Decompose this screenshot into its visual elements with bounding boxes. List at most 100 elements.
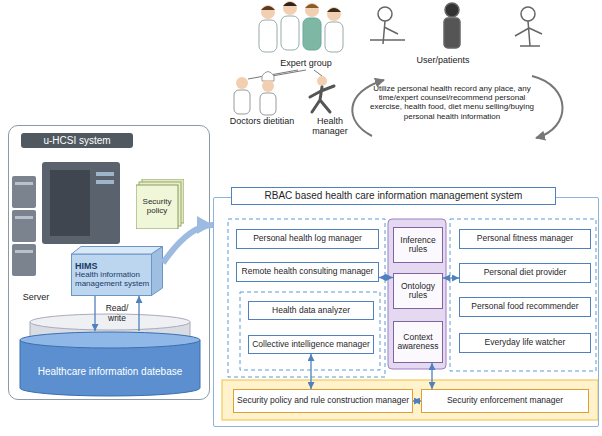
server-illustration bbox=[12, 210, 36, 242]
connector-arrow bbox=[138, 296, 139, 331]
node-label: Health data analyzer bbox=[272, 306, 350, 315]
node-label: Remote health consulting manager bbox=[242, 267, 374, 276]
expert-role-figures bbox=[262, 80, 274, 92]
cube-outline bbox=[152, 247, 163, 296]
expert-group-figures bbox=[261, 5, 275, 19]
text-label: Doctors dietitian bbox=[222, 116, 302, 126]
node-label: Personal fitness manager bbox=[477, 234, 573, 243]
connector-arrow bbox=[431, 363, 432, 389]
module-box: Personal diet provider bbox=[459, 263, 591, 283]
text-label: Utilize personal health record any place… bbox=[362, 84, 542, 121]
rbac-groups bbox=[222, 380, 598, 420]
cube-outline bbox=[72, 254, 152, 296]
expert-group-figures bbox=[283, 2, 297, 6]
expert-group-figures bbox=[281, 16, 299, 50]
module-box: Health data analyzer bbox=[248, 301, 374, 320]
text-label: Expert group bbox=[262, 58, 350, 68]
database-cylinder: Healthcare information datebase bbox=[19, 331, 201, 397]
rule-box: Ontology rules bbox=[393, 273, 443, 309]
module-cube: HIMSHealth information management system bbox=[71, 246, 163, 296]
server-illustration bbox=[15, 216, 33, 219]
module-box: Personal health log manager bbox=[236, 229, 379, 249]
expert-lines bbox=[248, 70, 322, 79]
expert-group-figures bbox=[259, 20, 277, 52]
system-container: u-HCSI systemSecurity policyHIMSHealth i… bbox=[8, 125, 210, 400]
node-label: Personal diet provider bbox=[484, 268, 567, 277]
server-illustration bbox=[15, 182, 33, 185]
patient-figures bbox=[370, 3, 542, 48]
node-label: Ontology rules bbox=[396, 282, 440, 301]
expert-lines bbox=[314, 70, 322, 76]
expert-role-figures bbox=[234, 72, 334, 116]
rbac-groups bbox=[388, 219, 446, 369]
cycle-arrows bbox=[532, 76, 563, 138]
text-label: Health manager bbox=[300, 116, 360, 137]
server-illustration bbox=[12, 176, 36, 208]
patient-figures bbox=[515, 21, 542, 46]
node-label: HIMS bbox=[75, 261, 98, 271]
connector-arrow bbox=[163, 225, 213, 263]
expert-role-figures bbox=[310, 86, 334, 112]
document-shape: Security policy bbox=[136, 179, 184, 229]
cyl-outline bbox=[19, 331, 201, 397]
expert-lines bbox=[272, 70, 306, 76]
node-label: Personal health log manager bbox=[253, 234, 362, 243]
expert-group-figures bbox=[259, 1, 343, 52]
expert-group-figures bbox=[325, 22, 343, 52]
expert-group-figures bbox=[303, 18, 321, 50]
text-label: User/patients bbox=[408, 55, 478, 65]
rbac-groups bbox=[450, 219, 596, 371]
security-box: Security policy and rule construction ma… bbox=[233, 389, 413, 413]
module-box: Remote health consulting manager bbox=[236, 262, 379, 282]
expert-group-figures bbox=[327, 8, 341, 12]
node-label: Everyday life watcher bbox=[485, 338, 566, 347]
system-container: RBAC based health care information manag… bbox=[213, 197, 599, 427]
module-box: Personal food recommender bbox=[459, 297, 591, 317]
connector-arrow bbox=[310, 354, 311, 389]
node-label: Healthcare information datebase bbox=[38, 366, 183, 377]
patient-figures bbox=[378, 7, 392, 21]
expert-group-figures bbox=[305, 3, 319, 17]
expert-role-figures bbox=[317, 76, 327, 86]
server-illustration bbox=[42, 162, 120, 244]
edge-label: Read/ write bbox=[102, 304, 132, 323]
patient-figures bbox=[521, 7, 535, 21]
connector-arrow bbox=[94, 296, 95, 331]
node-label: Inference rules bbox=[396, 236, 440, 255]
module-box: Personal fitness manager bbox=[459, 229, 591, 249]
patient-figures bbox=[370, 21, 405, 44]
rbac-groups bbox=[228, 219, 385, 377]
server-illustration bbox=[50, 170, 90, 236]
expert-group-figures bbox=[261, 6, 275, 10]
expert-group-figures bbox=[327, 7, 341, 21]
node-label: Security policy bbox=[137, 198, 177, 216]
rbac-groups bbox=[222, 219, 598, 420]
expert-role-figures bbox=[236, 77, 248, 89]
connector-arrow bbox=[443, 277, 459, 278]
patient-figures bbox=[444, 18, 460, 48]
expert-group-figures bbox=[305, 4, 319, 8]
server-illustration bbox=[12, 244, 36, 276]
expert-role-figures bbox=[260, 93, 276, 115]
expert-role-figures bbox=[262, 72, 274, 82]
node-label: RBAC based health care information manag… bbox=[231, 187, 556, 205]
expert-role-figures bbox=[234, 90, 250, 114]
node-label: Security policy and rule construction ma… bbox=[237, 396, 409, 405]
connector-arrow bbox=[379, 277, 393, 278]
doc-outline bbox=[136, 185, 178, 229]
server-illustration bbox=[96, 180, 114, 184]
node-label: Context awareness bbox=[396, 333, 440, 352]
server-illustration bbox=[15, 250, 33, 253]
security-box: Security enforcement manager bbox=[421, 389, 589, 413]
cube-outline bbox=[72, 247, 163, 255]
node-label: Personal food recommender bbox=[471, 302, 578, 311]
cyl-outline bbox=[20, 332, 200, 348]
rule-box: Inference rules bbox=[393, 227, 443, 263]
cycle-arrows bbox=[352, 76, 562, 138]
patient-figures bbox=[445, 3, 459, 17]
text-label: Server bbox=[16, 292, 56, 302]
node-label: Collective intelligence manager bbox=[252, 340, 370, 349]
server-illustration bbox=[96, 172, 114, 176]
node-label: u-HCSI system bbox=[21, 133, 133, 148]
